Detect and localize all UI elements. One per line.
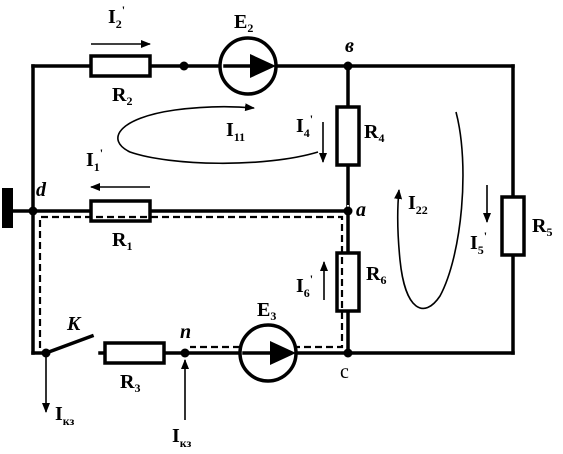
node-c-label: c (340, 361, 349, 383)
i2-label: I2' (108, 3, 125, 31)
source-e3 (238, 323, 298, 383)
source-e2 (218, 36, 278, 96)
node-a-label: a (356, 199, 366, 221)
resistor-r4 (335, 105, 361, 167)
node-e2-join (179, 61, 189, 71)
resistor-r3 (103, 341, 166, 365)
i11-label: I11 (226, 119, 245, 144)
r2-label: R2 (112, 84, 132, 108)
i1-label: I1' (86, 146, 103, 174)
loop-i11 (117, 103, 319, 165)
r4-label: R4 (364, 121, 384, 145)
ikz-right-label: Iкз (172, 425, 192, 450)
r5-label: R5 (532, 215, 552, 239)
i6-label: I6' (296, 272, 313, 300)
i5-label: I5' (470, 229, 487, 257)
node-n-label: n (180, 321, 191, 343)
i22-label: I22 (408, 192, 428, 217)
resistor-r6 (335, 251, 361, 313)
r6-label: R6 (366, 263, 386, 287)
resistor-r2 (89, 54, 152, 78)
r1-label: R1 (112, 229, 132, 253)
e2-label: E2 (234, 11, 253, 35)
resistor-r5 (500, 195, 526, 257)
node-n-dot (180, 348, 190, 358)
e3-label: E3 (257, 299, 276, 323)
i4-label: I4' (296, 112, 313, 140)
switch-k-label: K (66, 313, 82, 335)
node-d-dot (28, 206, 38, 216)
node-d-label: d (36, 179, 47, 201)
node-c-dot (343, 348, 353, 358)
r3-label: R3 (120, 371, 140, 395)
node-v-dot (343, 61, 353, 71)
node-v-label: в (345, 35, 354, 57)
node-a-dot (343, 206, 353, 216)
ground-symbol (2, 188, 13, 228)
switch-k[interactable] (43, 333, 95, 356)
ikz-left-label: Iкз (55, 403, 75, 428)
loop-i22 (394, 111, 464, 310)
